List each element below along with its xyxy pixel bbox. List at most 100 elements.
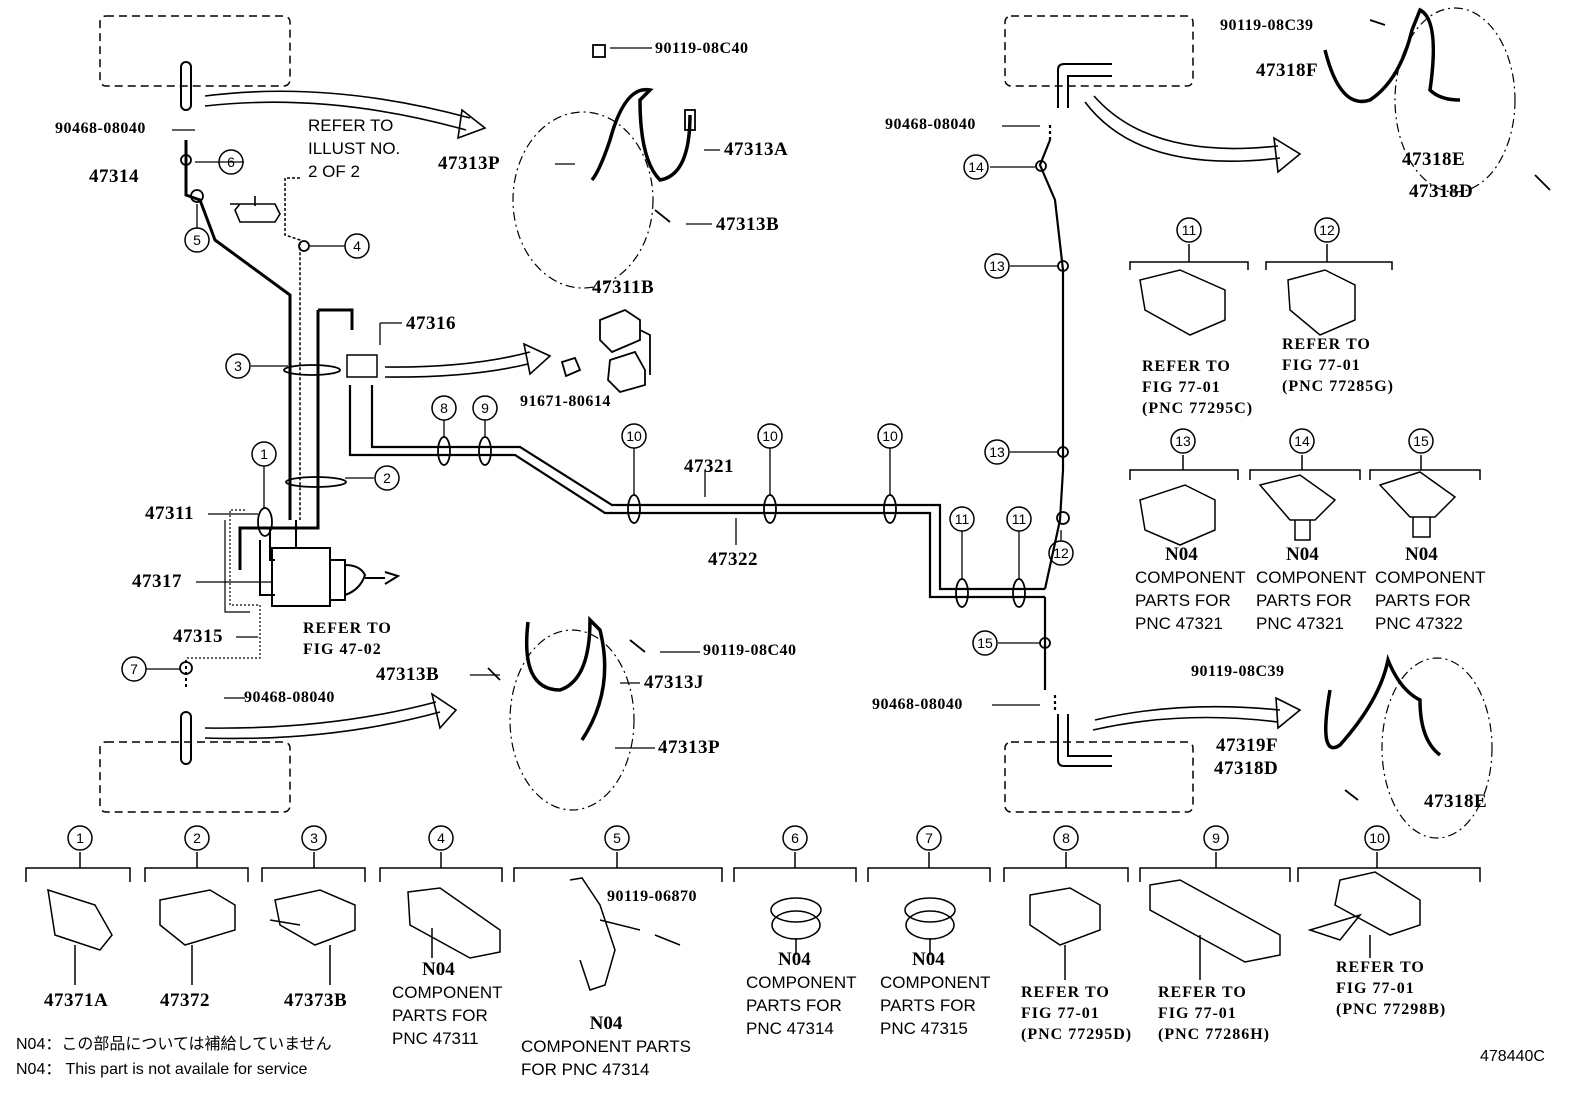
label-47315: 47315 [173,626,223,647]
callout-7: 7 [130,661,138,677]
legend-callout-14: 14 [1294,433,1310,449]
component-note-14: N04 COMPONENT PARTS FOR PNC 47321 [1256,543,1367,635]
label-90468-08040-right-lower: 90468-08040 [872,696,963,713]
label-47318e: 47318E [1402,149,1466,170]
wheel-area-boxes [99,15,1194,813]
note-line: PNC 47321 [1135,614,1223,633]
callout-13: 13 [989,258,1005,274]
label-90119-06870: 90119-06870 [607,888,697,905]
component-note-13: N04 COMPONENT PARTS FOR PNC 47321 [1135,543,1246,635]
note-line: FOR PNC 47314 [521,1060,650,1079]
n04-code: N04 [422,959,455,980]
legend-callout-5: 5 [613,830,621,846]
legend-callout-4: 4 [437,830,445,846]
refer-line: FIG 77-01 [1336,980,1415,997]
label-90119-08c40: 90119-08C40 [655,40,749,57]
callout-2: 2 [383,470,391,486]
refer-line: (PNC 77298B) [1336,1001,1447,1018]
refer-line: (PNC 77295C) [1142,400,1254,417]
n04-code: N04 [778,949,811,970]
callout-10: 10 [882,428,898,444]
component-note-6: N04 COMPONENT PARTS FOR PNC 47314 [746,948,857,1040]
refer-line: (PNC 77295D) [1021,1026,1133,1043]
left-tubes [184,140,401,690]
refer-line: REFER TO [1336,959,1425,976]
n04-code: N04 [1405,544,1438,565]
callout-10: 10 [626,428,642,444]
label-47317: 47317 [132,571,182,592]
note-line: PARTS FOR [392,1006,488,1025]
legend-callout-13: 13 [1175,433,1191,449]
label-47313a: 47313A [724,139,789,160]
refer-line: FIG 77-01 [1282,357,1361,374]
legend-callout-9: 9 [1212,830,1220,846]
callout-10: 10 [762,428,778,444]
label-47322: 47322 [708,549,758,570]
refer-line: FIG 47-02 [303,641,382,658]
wheel-area-front-left [99,15,291,87]
note-line: COMPONENT [880,973,991,992]
label-47321: 47321 [684,456,734,477]
main-tubes [346,125,1065,712]
refer-line: ILLUST NO. [308,139,401,158]
label-47311b: 47311B [592,277,655,298]
tube-stubs [180,61,1112,767]
refer-line: (PNC 77285G) [1282,378,1394,395]
callout-11: 11 [955,511,970,527]
n04-code: N04 [1286,544,1319,565]
note-line: PNC 47311 [392,1029,479,1048]
refer-line: REFER TO [308,116,394,135]
label-47371a: 47371A [44,990,109,1011]
note-line: PARTS FOR [1256,591,1352,610]
note-line: COMPONENT [1256,568,1367,587]
wheel-area-front-right [1004,15,1194,87]
legend-callout-12: 12 [1319,222,1335,238]
note-line: COMPONENT [1135,568,1246,587]
label-47314: 47314 [89,166,139,187]
legend-callout-6: 6 [791,830,799,846]
callout-circles [67,149,1434,851]
component-note-7: N04 COMPONENT PARTS FOR PNC 47315 [880,948,991,1040]
wheel-area-rear-right [1004,741,1194,813]
n04-code: N04 [912,949,945,970]
label-47318e-lower: 47318E [1424,791,1488,812]
label-47318f: 47318F [1256,60,1319,81]
note-english: N04： This part is not availale for servi… [16,1061,308,1078]
label-47313p: 47313P [438,153,501,174]
label-90468-08040: 90468-08040 [55,120,146,137]
component-note-4: N04 COMPONENT PARTS FOR PNC 47311 [392,958,503,1050]
note-line: PARTS FOR [880,996,976,1015]
callout-8: 8 [440,400,448,416]
legend-callout-1: 1 [76,830,84,846]
refer-line: REFER TO [1021,984,1110,1001]
n04-code: N04 [589,1013,623,1034]
hose-assemblies [487,7,1551,839]
component-note-5: N04 COMPONENT PARTS FOR PNC 47314 [521,1012,691,1081]
callout-numbers: 6 5 4 3 2 1 7 8 9 10 10 10 11 11 12 13 1… [76,154,1429,846]
label-91671-80614: 91671-80614 [520,393,611,410]
note-line: PARTS FOR [1375,591,1471,610]
note-line: COMPONENT PARTS [521,1037,692,1056]
note-line: COMPONENT [392,983,503,1002]
refer-line: FIG 77-01 [1158,1005,1237,1022]
note-line: COMPONENT [1375,568,1486,587]
legend-callout-10: 10 [1369,830,1385,846]
callout-11: 11 [1012,511,1027,527]
note-line: PARTS FOR [1135,591,1231,610]
label-47319f: 47319F [1216,735,1279,756]
refer-line: REFER TO [1158,984,1247,1001]
refer-line: FIG 77-01 [1142,379,1221,396]
label-47313j: 47313J [644,672,704,693]
note-line: PNC 47322 [1375,614,1463,633]
label-90119-08c39-lower: 90119-08C39 [1191,663,1285,680]
callout-13: 13 [989,444,1005,460]
refer-77286h: REFER TO FIG 77-01 (PNC 77286H) [1158,982,1270,1045]
label-47311: 47311 [145,503,194,524]
label-47313b-lower: 47313B [376,664,440,685]
wheel-area-rear-left [99,741,291,813]
refer-77295d: REFER TO FIG 77-01 (PNC 77295D) [1021,982,1132,1045]
legend-callout-2: 2 [193,830,201,846]
callout-1: 1 [260,446,268,462]
